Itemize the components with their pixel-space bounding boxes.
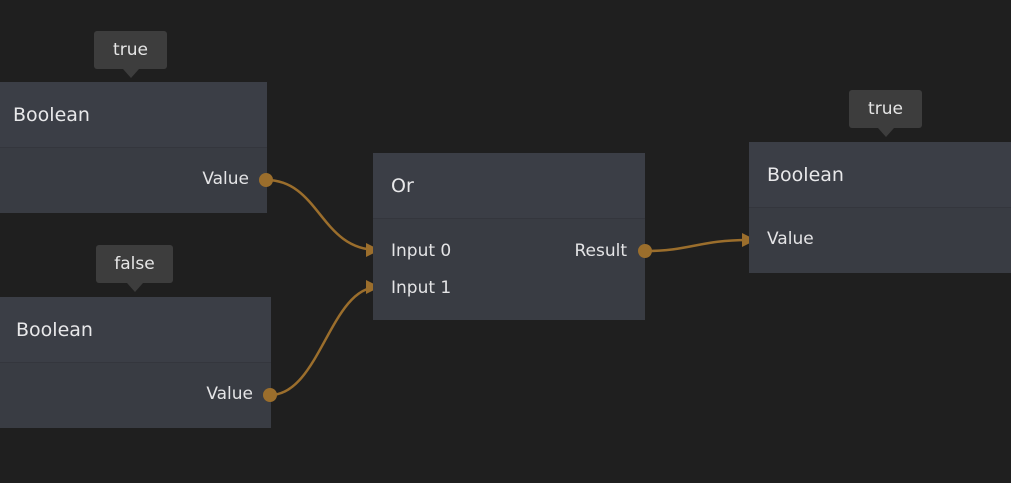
input-port-label: Value	[767, 229, 814, 249]
output-port-label: Result	[574, 241, 627, 261]
node-header[interactable]: Boolean	[749, 142, 1011, 208]
boolean-node-a[interactable]: Boolean Value	[0, 82, 267, 213]
value-tooltip-boolean-b: false	[96, 245, 173, 292]
node-body: Value	[0, 148, 267, 213]
node-title: Boolean	[16, 318, 93, 341]
boolean-node-b[interactable]: Boolean Value	[0, 297, 271, 428]
node-header[interactable]: Or	[373, 153, 645, 219]
node-title: Boolean	[767, 163, 844, 186]
boolean-node-output[interactable]: Boolean Value	[749, 142, 1011, 273]
tooltip-text: false	[114, 254, 155, 274]
value-tooltip-boolean-out: true	[849, 90, 922, 137]
value-tooltip-boolean-a: true	[94, 31, 167, 78]
output-port-dot-boolean-a[interactable]	[259, 173, 273, 187]
output-port-dot-or[interactable]	[638, 244, 652, 258]
node-header[interactable]: Boolean	[0, 297, 271, 363]
node-body: Value	[0, 363, 271, 428]
tooltip-text: true	[868, 99, 903, 119]
node-title: Or	[391, 174, 414, 197]
output-port-label: Value	[202, 169, 249, 189]
input-port-label-1: Input 1	[391, 278, 452, 298]
output-port-label: Value	[206, 384, 253, 404]
node-header[interactable]: Boolean	[0, 82, 267, 148]
or-node[interactable]: Or Input 0 Input 1 Result	[373, 153, 645, 320]
input-port-label-0: Input 0	[391, 241, 452, 261]
node-body: Value	[749, 208, 1011, 273]
node-title: Boolean	[13, 103, 90, 126]
node-body: Input 0 Input 1 Result	[373, 219, 645, 320]
wire-boolean-a-to-or-input-0[interactable]	[265, 178, 379, 252]
wire-or-result-to-boolean-out[interactable]	[644, 238, 749, 253]
output-port-dot-boolean-b[interactable]	[263, 388, 277, 402]
wire-boolean-b-to-or-input-1[interactable]	[269, 285, 379, 397]
tooltip-text: true	[113, 40, 148, 60]
